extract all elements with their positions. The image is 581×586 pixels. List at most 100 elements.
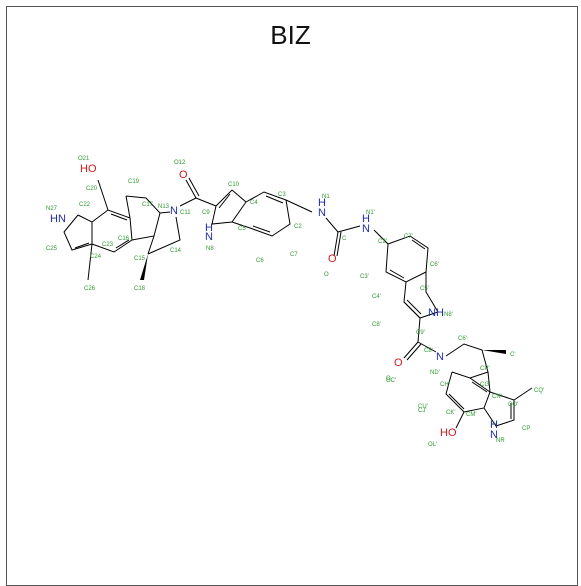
bond-c17-n13 <box>159 211 171 214</box>
atom-label: C25 <box>46 246 58 252</box>
atom-label: C19 <box>128 179 140 185</box>
bond-ring-left-benzene <box>91 209 133 253</box>
atom-label: C7' <box>404 234 413 240</box>
atom-label: C4' <box>372 294 381 300</box>
atom-label: C10 <box>228 182 240 188</box>
bond-c8p-c9p <box>403 301 421 319</box>
atom-label: C15 <box>134 256 146 262</box>
heteroatom-label: HN <box>50 213 66 225</box>
atom-label: C9' <box>416 330 425 336</box>
atom-label: CO' <box>508 402 518 408</box>
bond-oh-left <box>97 179 109 211</box>
bond-lines <box>63 177 533 429</box>
atom-label: CN' <box>492 394 502 400</box>
atom-label: CJ' <box>418 408 426 414</box>
bond-ring-left-pyrrole <box>63 214 93 251</box>
atom-label: N1' <box>366 210 375 216</box>
bond-double <box>74 242 90 249</box>
heteroatom-label: O <box>394 357 403 369</box>
atom-label: CP <box>522 426 530 432</box>
bond-double <box>389 269 405 279</box>
bond-ring-mid-benzene <box>231 191 291 237</box>
atom-label: C24 <box>90 254 102 260</box>
atom-label: ND' <box>430 370 440 376</box>
figure-title: BIZ <box>270 20 311 50</box>
bond-double <box>406 299 422 315</box>
heteroatom-label: N <box>490 429 498 441</box>
bond-ring-right-pyrrole <box>403 272 439 319</box>
atom-label: CU' <box>418 404 428 410</box>
atom-label: N27 <box>46 206 58 212</box>
atom-label: N13 <box>158 204 170 210</box>
atom-label: C7 <box>290 252 298 258</box>
bond-double <box>252 225 271 233</box>
atom-label: C3' <box>360 274 369 280</box>
bond-methyl-cq <box>513 387 533 401</box>
atom-label: C2 <box>294 224 302 230</box>
atom-label: CQ' <box>534 388 544 394</box>
atom-label: CM' <box>466 412 476 418</box>
bond-cg-cn <box>487 371 491 393</box>
atom-label: O12 <box>174 160 186 166</box>
bond-oh-right <box>455 411 465 429</box>
heteroatom-label: N <box>318 207 326 219</box>
atom-label: CP' <box>480 366 489 372</box>
bond-ring-right-pyrrolidine <box>445 343 489 379</box>
heteroatom-label: O <box>328 253 337 265</box>
stereo-wedge-c18 <box>140 254 148 280</box>
bond-ring-right-benzene2 <box>445 371 491 413</box>
heteroatom-label: N <box>436 351 444 363</box>
atom-label: C16 <box>118 236 130 242</box>
bond-c2-n1 <box>285 199 313 213</box>
atom-label: N8' <box>444 312 453 318</box>
heteroatom-label: HO <box>440 427 457 439</box>
atom-label: C8' <box>424 348 433 354</box>
atom-label: O <box>386 376 391 382</box>
heteroatom-label: HO <box>80 163 97 175</box>
atom-label: C23 <box>102 242 114 248</box>
bond-ring-n13 <box>147 216 181 255</box>
bond-double <box>218 193 231 209</box>
bond-ring-right-pyrrole2 <box>483 391 515 427</box>
bond-double <box>115 239 130 249</box>
heteroatom-label: H <box>362 213 370 225</box>
atom-label: C <box>342 236 347 242</box>
bond-co-right-double <box>406 343 422 361</box>
atom-label: C3 <box>278 192 286 198</box>
bond-co12 <box>185 179 197 199</box>
atom-label: C' <box>510 352 515 358</box>
bond-c9p-c8p <box>417 317 421 343</box>
bond-c-n1p <box>337 225 361 233</box>
bond-double <box>265 195 284 204</box>
atom-label: C14 <box>170 248 182 254</box>
atom-label: N1 <box>322 194 330 200</box>
heteroatom-label: H <box>490 419 498 431</box>
heteroatom-label: N <box>362 223 370 235</box>
bond-double <box>448 393 465 410</box>
atom-label: C11 <box>180 210 191 216</box>
atom-label: C6' <box>430 262 439 268</box>
heteroatom-label: H <box>318 197 326 209</box>
atom-label: C2' <box>378 239 387 245</box>
bond-co-right <box>403 341 419 359</box>
atom-label: C6' <box>458 336 467 342</box>
atom-label: C8' <box>372 322 381 328</box>
atom-label: NR <box>496 438 505 444</box>
atom-label: C17 <box>142 202 154 208</box>
atom-label: O21 <box>78 156 90 162</box>
atom-name-labels: O21 C20 C19 N27 C22 C17 N13 O12 C11 C10 … <box>46 156 544 448</box>
bond-c8p-nd <box>417 341 437 353</box>
bond-c-o <box>333 231 339 257</box>
atom-label: N8 <box>206 246 214 252</box>
atom-label: C6 <box>256 258 264 264</box>
heteroatom-label: O <box>179 169 188 181</box>
bond-n13-c11 <box>179 197 197 207</box>
heteroatom-label: N <box>170 205 178 217</box>
bond-double <box>411 239 426 250</box>
bond-n1-c <box>325 217 339 233</box>
atom-label: C26 <box>84 286 96 292</box>
bond-ring-mid-pyrrole <box>195 189 247 225</box>
atom-label: C18 <box>134 286 146 292</box>
bond-n1p-c2p <box>373 229 389 245</box>
figure-frame <box>6 6 578 586</box>
